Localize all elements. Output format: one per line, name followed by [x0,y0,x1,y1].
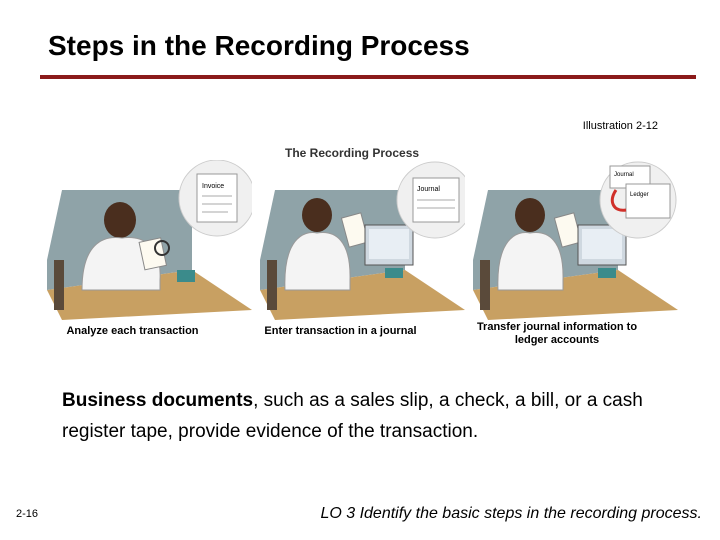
body-bold-term: Business documents [62,390,254,411]
step-2-caption: Enter transaction in a journal [264,325,417,337]
step-2-illustration: Journal [260,161,465,320]
bubble-doc-label: Ledger [630,192,649,198]
step-1-caption: Analyze each transaction [66,325,199,337]
person-head [104,202,136,238]
slide-title: Steps in the Recording Process [48,30,470,61]
person-head [302,198,332,232]
learning-objective: LO 3 Identify the basic steps in the rec… [320,505,702,522]
illustration-reference: Illustration 2-12 [582,120,658,132]
step-1-illustration: Invoice [47,160,252,320]
step-3-caption: Transfer journal information to ledger a… [476,321,638,346]
step-3-illustration: Journal Ledger [473,161,678,320]
slide-number: 2-16 [16,508,39,520]
title-rule [40,75,696,79]
figure-title: The Recording Process [285,146,420,160]
bubble-doc-label: Journal [614,172,634,178]
bubble-doc-label: Invoice [202,183,224,190]
body-rest: , such as a sales slip, a check, a bill,… [62,390,643,442]
body-paragraph: Business documents, such as a sales slip… [62,385,682,447]
person-head [515,198,545,232]
bubble-doc-label: Journal [417,186,440,193]
